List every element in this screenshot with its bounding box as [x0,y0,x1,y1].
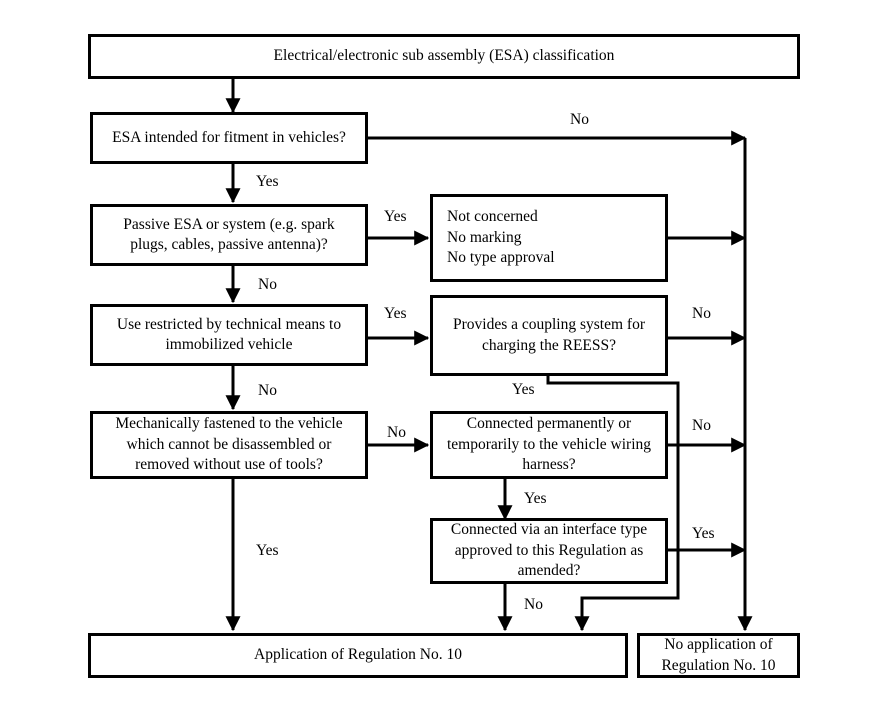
edge-label-restricted-yes: Yes [384,305,407,322]
node-question-mechanically-fastened[interactable]: Mechanically fastened to the vehicle whi… [90,411,368,479]
edge-label-fitment-yes: Yes [256,173,279,190]
edge-label-connected-yes: Yes [524,490,547,507]
node-question-interface-type-text: Connected via an interface type approved… [450,521,648,580]
node-outcome-not-concerned: Not concerned No marking No type approva… [430,194,668,282]
node-question-esa-fitment-text: ESA intended for fitment in vehicles? [112,128,346,146]
node-question-connected-harness[interactable]: Connected permanently or temporarily to … [430,411,668,479]
node-question-coupling-reess[interactable]: Provides a coupling system for charging … [430,295,668,376]
edge-label-interface-no: No [524,596,543,613]
edge-label-coupling-yes: Yes [512,381,535,398]
node-question-coupling-reess-text: Provides a coupling system for charging … [452,316,645,354]
node-question-use-restricted[interactable]: Use restricted by technical means to imm… [90,304,368,366]
node-question-passive-esa[interactable]: Passive ESA or system (e.g. spark plugs,… [90,204,368,266]
edge-label-interface-yes: Yes [692,525,715,542]
node-outcome-not-concerned-text: Not concerned No marking No type approva… [447,208,555,267]
node-result-application-text: Application of Regulation No. 10 [254,646,462,664]
node-question-esa-fitment[interactable]: ESA intended for fitment in vehicles? [90,112,368,164]
node-title-classification: Electrical/electronic sub assembly (ESA)… [88,34,800,79]
node-result-no-application: No application of Regulation No. 10 [637,633,800,678]
node-result-application: Application of Regulation No. 10 [88,633,628,678]
node-title-classification-text: Electrical/electronic sub assembly (ESA)… [273,47,615,65]
edge-label-passive-yes: Yes [384,208,407,225]
edge-label-fitment-no: No [570,111,589,128]
node-result-no-application-text: No application of Regulation No. 10 [661,636,776,674]
edge-label-fastened-no: No [387,424,406,441]
node-question-interface-type[interactable]: Connected via an interface type approved… [430,518,668,584]
node-question-passive-esa-text: Passive ESA or system (e.g. spark plugs,… [123,215,335,253]
edge-label-fastened-yes: Yes [256,542,279,559]
edge-label-connected-no: No [692,417,711,434]
edge-label-restricted-no: No [258,382,277,399]
node-question-connected-harness-text: Connected permanently or temporarily to … [446,415,652,474]
edge-label-passive-no: No [258,276,277,293]
node-question-mechanically-fastened-text: Mechanically fastened to the vehicle whi… [115,415,343,474]
edge-label-coupling-no: No [692,305,711,322]
edge-coupling-yes [546,376,680,632]
node-question-use-restricted-text: Use restricted by technical means to imm… [116,315,342,353]
